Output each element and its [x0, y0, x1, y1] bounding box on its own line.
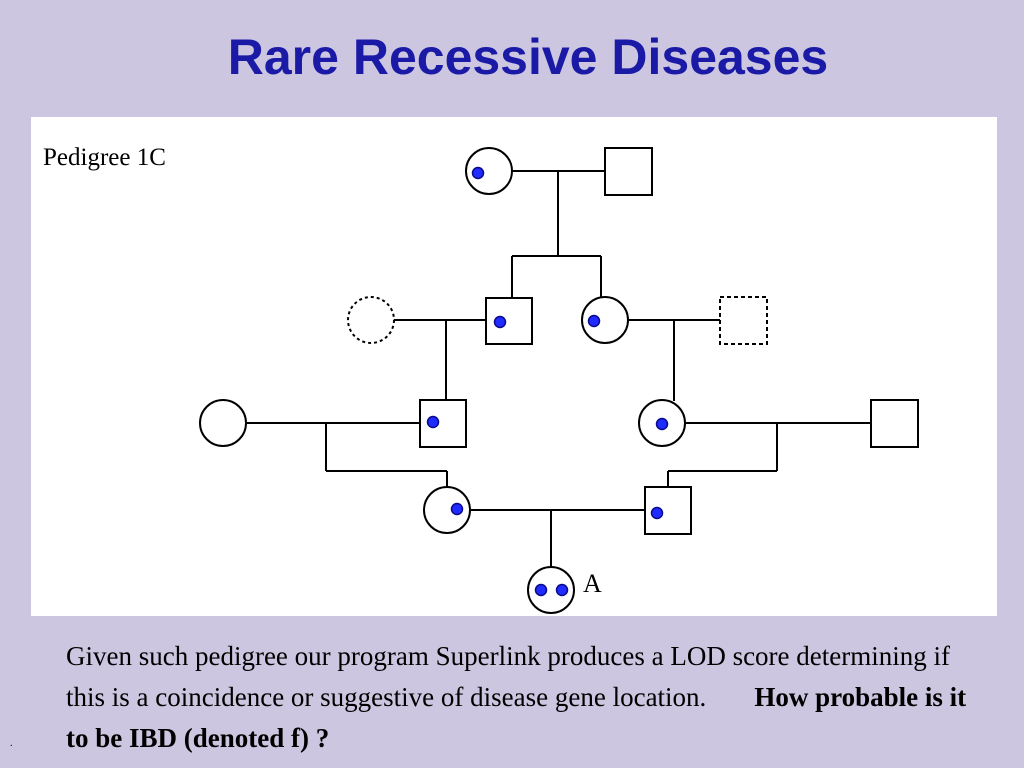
pedigree-panel: Pedigree 1C: [31, 117, 997, 616]
caption-body: Given such pedigree our program Superlin…: [66, 641, 950, 712]
male-gen3: [419, 399, 467, 448]
female-gen4: [423, 486, 471, 534]
female-proband: [527, 566, 575, 614]
carrier-dot-female-gen3: [655, 417, 669, 431]
carrier-dot-male-gen4: [650, 506, 664, 520]
female-gen1: [465, 147, 513, 195]
carrier-dot-male-gen2: [493, 315, 507, 329]
carrier-dot-female-gen1: [471, 166, 485, 180]
carrier-dot-proband-left: [534, 583, 548, 597]
male-married-in-gen2-right: [719, 296, 768, 345]
male-married-in-gen3-right: [870, 399, 919, 448]
pedigree-diagram: A: [199, 147, 919, 614]
carrier-dot-male-gen3: [426, 415, 440, 429]
carrier-dot-female-gen4: [450, 502, 464, 516]
carrier-dot-proband-right: [555, 583, 569, 597]
female-married-in-gen3-left: [199, 399, 247, 447]
proband-label: A: [583, 569, 602, 598]
male-gen2: [485, 297, 533, 345]
footer-mark: .: [10, 738, 13, 749]
female-gen2: [581, 296, 629, 344]
caption-text: Given such pedigree our program Superlin…: [66, 636, 986, 759]
caption-question: How probable is it to be IBD (denoted f)…: [66, 682, 967, 753]
pedigree-label: Pedigree 1C: [43, 144, 166, 171]
female-married-in-gen2-left: [347, 296, 395, 344]
carrier-dot-female-gen2: [587, 314, 601, 328]
slide-title: Rare Recessive Diseases: [227, 29, 829, 85]
male-gen1: [604, 147, 653, 196]
